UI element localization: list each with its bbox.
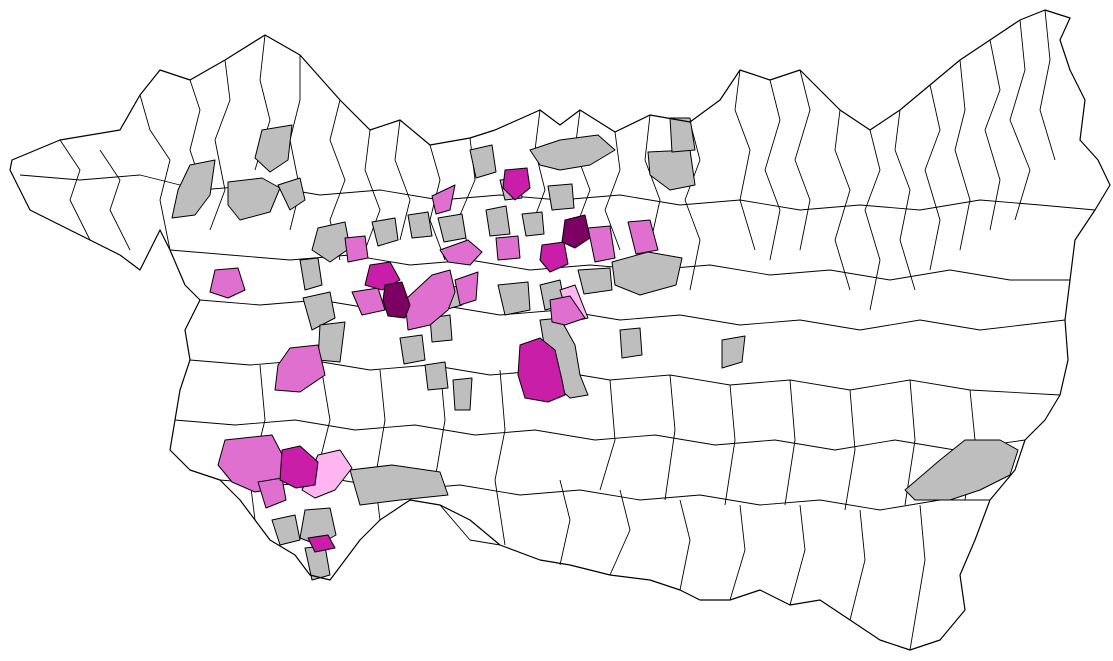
region-gray-7 — [437, 213, 467, 243]
municipal-border-51 — [844, 389, 856, 511]
highlighted-regions — [171, 117, 1019, 581]
region-gray-14 — [647, 149, 696, 191]
region-gray-15 — [669, 117, 696, 153]
municipal-border-19 — [794, 69, 811, 251]
region-gray-11 — [485, 205, 511, 237]
municipal-border-22 — [894, 109, 916, 291]
municipal-border-40 — [849, 509, 866, 621]
region-medium-pink-44 — [351, 287, 386, 316]
region-gray-5 — [371, 217, 399, 247]
municipal-border-4 — [209, 59, 231, 231]
municipal-border-34 — [439, 504, 501, 546]
region-gray-3 — [277, 177, 306, 211]
region-gray-30 — [349, 464, 449, 506]
municipal-border-21 — [864, 129, 881, 311]
region-magenta-52 — [502, 167, 531, 201]
municipal-border-16 — [684, 121, 701, 291]
municipal-border-30 — [199, 299, 1066, 331]
municipal-border-48 — [664, 374, 676, 501]
municipal-border-42 — [494, 369, 506, 546]
region-magenta-55 — [517, 337, 566, 403]
municipal-border-38 — [729, 504, 746, 601]
municipal-border-39 — [789, 504, 806, 606]
region-gray-20 — [299, 257, 323, 291]
region-gray-21 — [399, 334, 426, 365]
municipal-border-49 — [724, 384, 736, 506]
region-magenta-56 — [279, 445, 319, 489]
municipal-border-26 — [1009, 19, 1031, 221]
region-gray-19 — [317, 321, 346, 363]
region-gray-8 — [469, 144, 497, 179]
municipal-border-33 — [219, 479, 990, 511]
region-gray-29 — [721, 335, 746, 369]
region-gray-9 — [529, 134, 616, 171]
region-medium-pink-49 — [274, 344, 326, 393]
region-medium-pink-43 — [454, 271, 479, 306]
municipal-border-14 — [604, 131, 621, 251]
region-gray-18 — [302, 291, 336, 331]
municipal-border-18 — [764, 79, 781, 261]
municipal-border-23 — [924, 84, 941, 271]
municipal-border-37 — [679, 499, 691, 591]
municipal-border-25 — [984, 39, 1001, 231]
region-gray-16 — [611, 251, 683, 296]
region-medium-pink-51 — [257, 477, 287, 509]
region-gray-33 — [271, 514, 301, 546]
municipal-border-1 — [99, 149, 131, 251]
region-gray-24 — [452, 377, 473, 411]
region-medium-pink-41 — [439, 239, 483, 266]
region-gray-28 — [619, 327, 643, 359]
region-gray-26 — [497, 281, 531, 316]
region-medium-pink-48 — [549, 295, 586, 326]
municipal-border-17 — [734, 69, 756, 251]
region-medium-pink-38 — [209, 267, 246, 299]
region-gray-17 — [577, 267, 613, 295]
region-gray-6 — [407, 211, 433, 239]
region-medium-pink-45 — [495, 235, 521, 261]
region-dark-purple-59 — [382, 281, 411, 319]
municipal-border-9 — [394, 119, 411, 241]
region-gray-4 — [311, 221, 351, 263]
municipal-border-35 — [559, 479, 571, 566]
region-dark-purple-58 — [561, 214, 591, 249]
municipal-border-47 — [599, 379, 616, 491]
region-gray-22 — [429, 314, 453, 343]
region-medium-pink-47 — [627, 219, 659, 255]
municipal-border-0 — [59, 139, 91, 241]
municipal-border-50 — [784, 379, 796, 506]
region-medium-pink-46 — [587, 225, 616, 263]
region-gray-13 — [547, 183, 575, 211]
region-magenta-57 — [307, 534, 336, 553]
region-gray-0 — [171, 159, 216, 219]
region-medium-pink-39 — [344, 235, 369, 263]
municipal-border-12 — [529, 109, 546, 231]
municipal-border-24 — [954, 59, 971, 251]
region-medium-pink-40 — [431, 184, 456, 215]
region-gray-12 — [521, 211, 545, 237]
municipal-border-52 — [904, 379, 916, 506]
municipal-border-27 — [1039, 9, 1056, 161]
municipal-border-8 — [364, 129, 381, 251]
region-light-pink-37 — [301, 449, 353, 499]
municipal-border-20 — [834, 109, 851, 291]
territory-outline — [9, 9, 1111, 651]
region-gray-34 — [904, 439, 1019, 501]
municipal-border-2 — [139, 94, 171, 251]
municipal-border-32 — [174, 419, 1026, 451]
region-magenta-53 — [539, 241, 569, 273]
municipal-border-41 — [909, 504, 926, 651]
region-gray-1 — [254, 124, 293, 173]
region-gray-2 — [227, 177, 281, 221]
municipal-border-15 — [644, 114, 661, 246]
municipal-border-13 — [574, 109, 591, 231]
municipal-border-36 — [609, 489, 631, 576]
region-gray-23 — [424, 361, 449, 391]
